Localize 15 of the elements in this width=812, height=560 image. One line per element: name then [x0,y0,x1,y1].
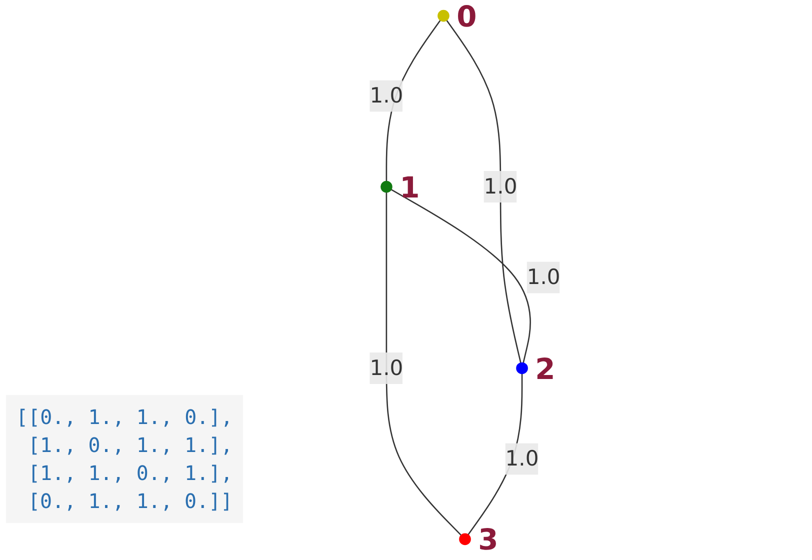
node-number: 2 [535,352,556,386]
node-number: 1 [400,170,420,204]
edge-line [386,192,462,536]
node-number: 3 [478,522,498,555]
matrix-row-text: [[0., 1., 1., 0.], [16,404,233,431]
matrix-row-text: [1., 0., 1., 1.], [27,432,233,459]
edge-line [446,20,522,364]
graph-node [516,362,528,374]
node-number: 0 [456,0,477,34]
graph-node [438,10,450,22]
graph-node [380,180,392,193]
matrix-row-text: [1., 1., 0., 1.], [27,460,233,487]
matrix-row-text: [0., 1., 1., 0.]] [27,488,233,515]
graph-node [459,533,471,546]
edge-line [390,188,531,364]
